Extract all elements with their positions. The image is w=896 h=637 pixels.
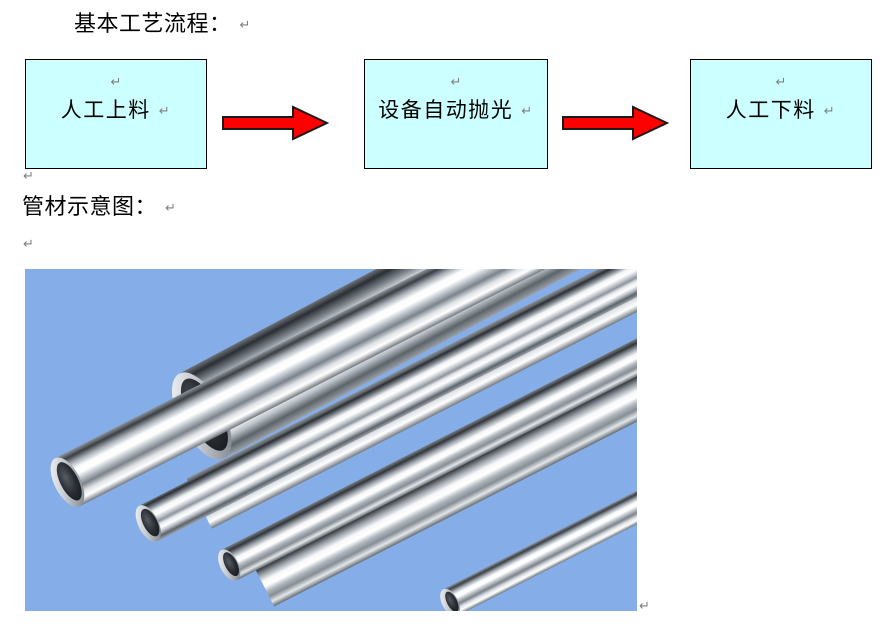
pilcrow-icon: ↵ [158,103,172,118]
flow-step-box-auto-polishing[interactable]: ↵ 设备自动抛光 ↵ [364,59,548,169]
flow-step-label-text: 人工上料 [60,98,151,122]
right-arrow-icon [221,104,329,142]
flow-step-label-text: 人工下料 [725,98,816,122]
flow-step-box-manual-loading[interactable]: ↵ 人工上料 ↵ [25,59,207,169]
section-title-pipe-diagram: 管材示意图： ↵ [22,196,176,218]
flow-step-label: 设备自动抛光 ↵ [378,100,533,121]
process-flow-heading-text: 基本工艺流程： [74,11,232,36]
flow-step-label-text: 设备自动抛光 [378,98,514,122]
pilcrow-icon: ↵ [23,236,34,251]
pilcrow-icon: ↵ [165,200,177,215]
flow-step-box-manual-unloading[interactable]: ↵ 人工下料 ↵ [690,59,872,169]
pilcrow-icon: ↵ [239,17,251,32]
flow-step-label: 人工上料 ↵ [61,100,171,121]
right-arrow-icon [561,104,669,142]
pilcrow-icon: ↵ [775,74,787,89]
pilcrow-icon: ↵ [23,168,34,183]
pilcrow-icon: ↵ [450,74,462,89]
pilcrow-icon: ↵ [823,103,837,118]
pilcrow-icon: ↵ [521,103,534,118]
page-title-process-flow: 基本工艺流程： ↵ [74,13,251,35]
pilcrow-icon: ↵ [639,598,650,613]
flow-step-label: 人工下料 ↵ [726,100,836,121]
pipe-photo [25,269,637,611]
pipe-diagram-heading-text: 管材示意图： [22,194,158,219]
pilcrow-icon: ↵ [110,74,122,89]
